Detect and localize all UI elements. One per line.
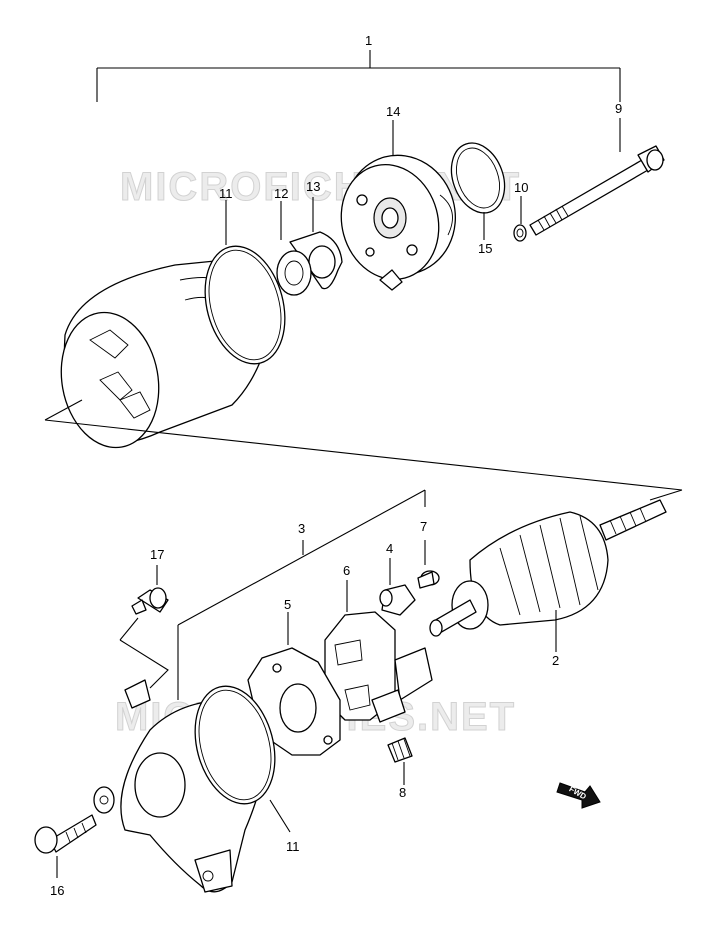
connector-lines (44, 399, 683, 501)
callout-16: 16 (50, 883, 64, 898)
washer-12 (276, 201, 312, 296)
callout-7: 7 (420, 519, 427, 534)
washer-10 (513, 196, 527, 242)
assembly-bracket-3 (177, 489, 426, 700)
callout-numbers: 1 2 3 4 5 6 7 8 9 10 11 11 12 13 14 15 1… (50, 33, 622, 898)
callout-1: 1 (365, 33, 372, 48)
callout-6: 6 (343, 563, 350, 578)
callout-8: 8 (399, 785, 406, 800)
bolt-17 (119, 565, 169, 689)
callout-2: 2 (552, 653, 559, 668)
assembly-bracket-1 (96, 50, 621, 102)
callout-12: 12 (274, 186, 288, 201)
callout-5: 5 (284, 597, 291, 612)
bolt-16 (34, 814, 97, 878)
brush-holder-6 (324, 580, 433, 723)
callout-11-top: 11 (219, 186, 233, 201)
callout-13: 13 (306, 179, 320, 194)
brush-plate-5 (247, 612, 341, 756)
fwd-arrow-icon: FWD (556, 782, 601, 809)
o-ring-11-top (204, 200, 286, 365)
callout-15: 15 (478, 241, 492, 256)
callout-14: 14 (386, 104, 400, 119)
screw-7 (417, 540, 440, 589)
spring-8 (387, 737, 413, 785)
callout-3: 3 (298, 521, 305, 536)
callout-17: 17 (150, 547, 164, 562)
callout-9: 9 (615, 101, 622, 116)
brush-4 (379, 558, 416, 616)
armature-2 (429, 499, 667, 652)
o-ring-11-bottom (194, 685, 291, 833)
o-ring-15 (450, 142, 506, 240)
insulator-13 (289, 197, 343, 290)
callout-4: 4 (386, 541, 393, 556)
through-bolt (529, 118, 665, 236)
end-cover-14 (340, 120, 456, 291)
callout-10: 10 (514, 180, 528, 195)
callout-11-bottom: 11 (286, 839, 300, 854)
